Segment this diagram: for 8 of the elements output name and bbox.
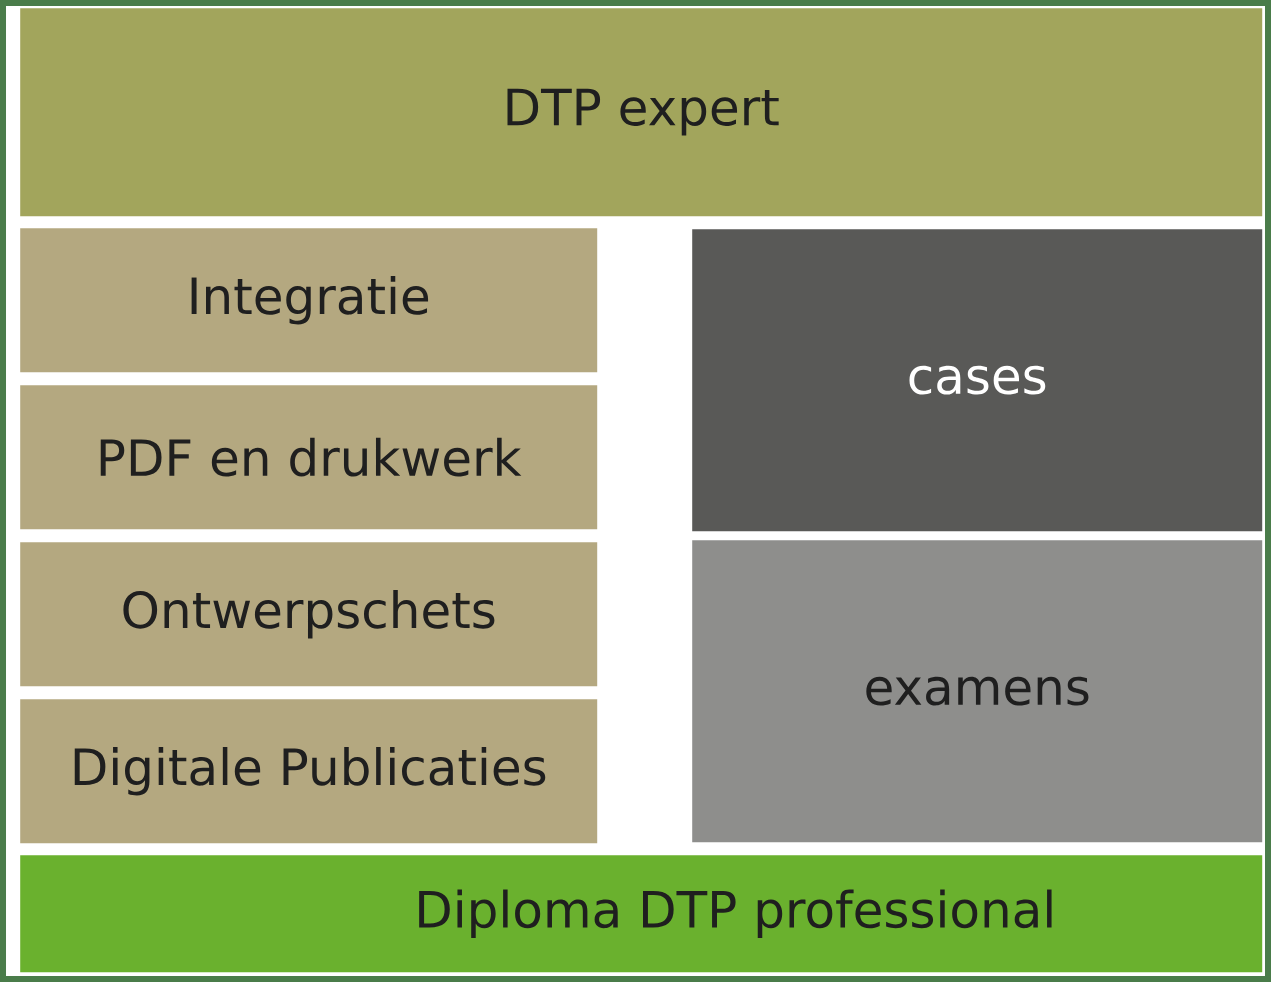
topic-box: PDF en drukwerk — [20, 385, 598, 530]
footer-band: Diploma DTP professional — [20, 855, 1263, 973]
header-band: DTP expert — [20, 8, 1263, 217]
topic-box: cases — [692, 229, 1263, 532]
topic-box: Ontwerpschets — [20, 542, 598, 687]
topic-box: Digitale Publicaties — [20, 699, 598, 844]
topic-box: examens — [692, 540, 1263, 843]
topic-box: Integratie — [20, 228, 598, 373]
